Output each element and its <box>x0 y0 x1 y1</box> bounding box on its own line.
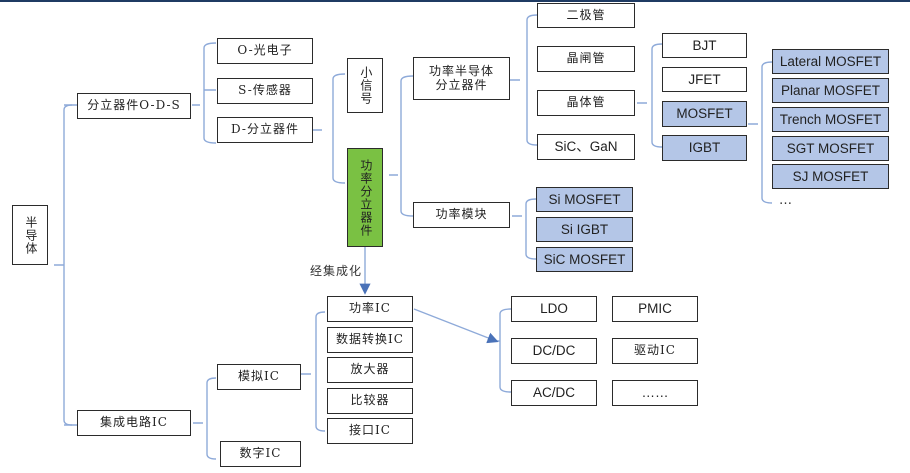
node-interface-ic: 接口IC <box>327 418 413 444</box>
node-thyristor: 晶闸管 <box>537 46 635 72</box>
node-data-conversion-ic: 数据转换IC <box>327 327 413 353</box>
node-power-discrete: 功率分立器件 <box>347 148 383 247</box>
node-semiconductor: 半导体 <box>12 205 48 265</box>
integration-label: 经集成化 <box>310 264 363 278</box>
node-diode: 二极管 <box>537 3 635 28</box>
bracket-power-ic <box>496 308 512 393</box>
node-d-discrete: D-分立器件 <box>217 117 313 143</box>
node-power-module: 功率模块 <box>413 202 510 228</box>
bracket-ic <box>193 377 217 460</box>
node-transistor: 晶体管 <box>537 90 635 116</box>
node-driver-ic: 驱动IC <box>612 338 698 364</box>
node-lateral-mosfet: Lateral MOSFET <box>772 49 889 74</box>
node-jfet: JFET <box>662 67 747 92</box>
node-power-semi-discrete: 功率半导体 分立器件 <box>413 57 510 100</box>
bracket-power <box>389 75 414 217</box>
node-sensor: S-传感器 <box>217 78 313 104</box>
node-bjt: BJT <box>662 33 747 58</box>
node-trench-mosfet: Trench MOSFET <box>772 107 889 132</box>
node-digital-ic: 数字IC <box>220 441 301 467</box>
node-optoelectronics: O-光电子 <box>217 38 313 64</box>
node-discrete-ods: 分立器件O-D-S <box>77 93 191 119</box>
bracket-analog <box>301 311 326 432</box>
mosfet-more: … <box>779 193 793 208</box>
node-power-ic: 功率IC <box>327 296 413 322</box>
node-sic-mosfet: SiC MOSFET <box>536 247 633 272</box>
node-si-igbt: Si IGBT <box>536 217 633 242</box>
node-amplifier: 放大器 <box>327 357 413 383</box>
bracket-root <box>54 104 73 426</box>
node-sic-gan: SiC、GaN <box>537 134 635 160</box>
bracket-d <box>312 73 346 184</box>
bracket-discrete <box>192 42 217 144</box>
node-igbt: IGBT <box>662 135 747 161</box>
node-analog-ic: 模拟IC <box>217 364 301 390</box>
node-comparator: 比较器 <box>327 388 413 414</box>
node-dc-dc: DC/DC <box>511 338 597 364</box>
node-ic: 集成电路IC <box>77 410 191 436</box>
node-ac-dc: AC/DC <box>511 380 597 406</box>
node-ldo: LDO <box>511 296 597 322</box>
node-si-mosfet: Si MOSFET <box>536 187 633 212</box>
node-sgt-mosfet: SGT MOSFET <box>772 136 889 161</box>
node-small-signal: 小信号 <box>347 58 383 113</box>
bracket-power-semis <box>510 14 538 146</box>
bracket-module <box>512 198 537 260</box>
top-border <box>0 0 910 2</box>
node-more: …… <box>612 380 698 406</box>
node-mosfet: MOSFET <box>662 101 747 127</box>
node-pmic: PMIC <box>612 296 698 322</box>
node-planar-mosfet: Planar MOSFET <box>772 78 889 103</box>
bracket-mosfet <box>748 61 773 204</box>
power-ic-arrow <box>413 308 499 344</box>
bracket-transistors <box>637 43 663 148</box>
node-sj-mosfet: SJ MOSFET <box>772 164 889 189</box>
